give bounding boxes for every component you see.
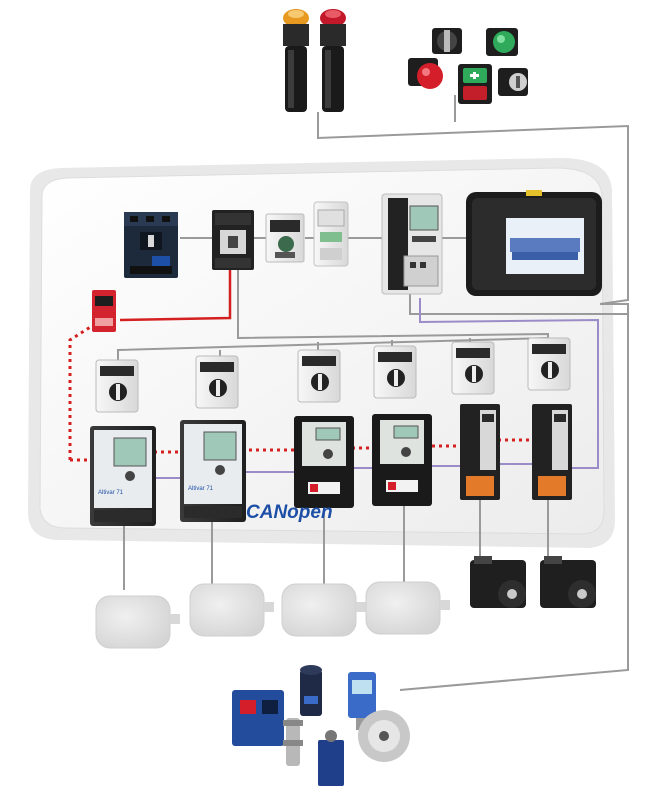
key-switch-icon[interactable] [498, 68, 528, 96]
variable-speed-drive-icon[interactable]: Altivar 71 [180, 420, 246, 522]
beacon-amber-icon[interactable] [283, 9, 309, 112]
power-supply-icon[interactable] [314, 202, 348, 266]
selector-switch-icon[interactable] [432, 28, 462, 54]
inductive-sensor-icon[interactable] [283, 718, 303, 766]
ac-motor-icon [282, 584, 366, 636]
circuit-breaker-icon[interactable] [124, 212, 178, 278]
motor-starter-icon[interactable] [196, 356, 238, 408]
drive-label: Altivar 71 [98, 490, 124, 496]
photoelectric-sensor-icon[interactable] [232, 690, 284, 746]
ac-motor-icon [366, 582, 450, 634]
plc-controller-icon[interactable] [382, 194, 442, 294]
servo-motor-icon [470, 556, 526, 608]
start-stop-pushbutton-icon[interactable] [458, 64, 492, 104]
safety-relay-icon[interactable] [92, 290, 116, 332]
hmi-touchscreen-icon[interactable] [466, 190, 602, 296]
variable-speed-drive-icon[interactable]: Altivar 71 [90, 426, 156, 526]
servo-motor-icon [540, 556, 596, 608]
variable-speed-drive-icon[interactable] [294, 416, 354, 508]
ac-motor-icon [96, 596, 180, 648]
contactor-icon[interactable] [212, 210, 254, 270]
motor-starter-icon[interactable] [266, 214, 304, 262]
servo-drive-icon[interactable] [532, 404, 572, 500]
green-pushbutton-icon[interactable] [486, 28, 518, 56]
rotary-encoder-icon[interactable] [358, 710, 410, 762]
ultrasonic-sensor-icon[interactable] [300, 665, 322, 716]
motor-starter-icon[interactable] [452, 342, 494, 394]
motor-starter-icon[interactable] [374, 346, 416, 398]
servo-drive-icon[interactable] [460, 404, 500, 500]
limit-switch-icon[interactable] [318, 730, 344, 786]
drive-label: Altivar 71 [188, 486, 214, 492]
emergency-stop-icon[interactable] [408, 58, 443, 89]
beacon-red-icon[interactable] [320, 9, 346, 112]
motor-starter-icon[interactable] [528, 338, 570, 390]
variable-speed-drive-icon[interactable] [372, 414, 432, 506]
canopen-label: CANopen [246, 502, 333, 523]
ac-motor-icon [190, 584, 274, 636]
motor-starter-icon[interactable] [96, 360, 138, 412]
motor-starter-icon[interactable] [298, 350, 340, 402]
